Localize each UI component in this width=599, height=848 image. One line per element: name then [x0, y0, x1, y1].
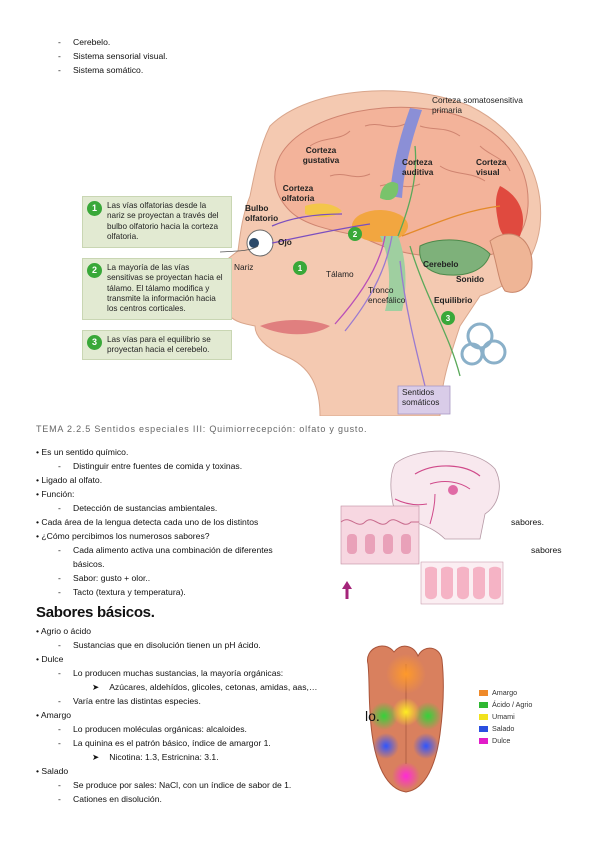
list-item: -Varía entre las distintas especies. [58, 696, 201, 706]
label-sonido: Sonido [456, 274, 485, 284]
list-item: • Ligado al olfato. [36, 475, 103, 485]
arrow-bullet-icon: ➤ [92, 752, 100, 762]
section-title: Sabores básicos. [36, 604, 155, 621]
label-sentidos-somaticos: Sentidos somáticos [402, 387, 440, 407]
trailing-word: sabores [531, 545, 562, 555]
legend-item: Salado [479, 724, 514, 733]
tongue-taste-map: lo. [364, 634, 554, 794]
list-item: -Cationes en disolución. [58, 794, 162, 804]
label-bulbo-olfatorio: Bulbo olfatorio [245, 203, 279, 223]
sensory-pathways-figure: 1 2 3 1 Las vías olfatorias desde la nar… [80, 86, 560, 416]
list-item: -La quinina es el patrón básico, índice … [58, 738, 271, 748]
list-item: -Lo producen muchas sustancias, la mayor… [58, 668, 284, 678]
tema-heading: TEMA 2.2.5 Sentidos especiales III: Quim… [36, 424, 368, 434]
callout-text: La mayoría de las vías sensitivas se pro… [107, 263, 223, 313]
list-item: -Tacto (textura y temperatura). [58, 587, 186, 597]
label-cerebelo: Cerebelo [423, 259, 459, 269]
label-corteza-visual: Corteza visual [476, 157, 507, 177]
list-item: • Es un sentido químico. [36, 447, 129, 457]
list-item: -Cerebelo. [58, 37, 111, 47]
list-item: -Sustancias que en disolución tienen un … [58, 640, 261, 650]
tongue-illustration [367, 645, 444, 793]
list-item: -Sistema sensorial visual. [58, 51, 168, 61]
label-corteza-olfatoria: Corteza olfatoria [281, 183, 315, 203]
label-corteza-auditiva: Corteza auditiva [402, 157, 434, 177]
svg-text:2: 2 [353, 230, 358, 239]
legend-item: Dulce [479, 736, 510, 745]
list-item: -Cada alimento activa una combinación de… [58, 545, 273, 555]
arrow-bullet-icon: ➤ [92, 682, 100, 692]
step-badge: 1 [87, 201, 102, 216]
list-item: -Se produce por sales: NaCl, con un índi… [58, 780, 292, 790]
list-item: -Distinguir entre fuentes de comida y to… [58, 461, 243, 471]
label-ojo: Ojo [278, 237, 292, 247]
list-item: -Sabor: gusto + olor.. [58, 573, 151, 583]
legend-item: Ácido / Agrio [479, 700, 532, 709]
brain-illustration: 1 2 3 [218, 90, 542, 416]
legend-item: Amargo [479, 688, 517, 697]
list-item: -Sistema somático. [58, 65, 144, 75]
taste-pathway-illustration [335, 444, 505, 606]
list-item: • ¿Cómo percibimos los numerosos sabores… [36, 531, 210, 541]
list-item: ➤Azúcares, aldehídos, glicoles, cetonas,… [92, 682, 318, 692]
label-corteza-gustativa: Corteza gustativa [302, 145, 340, 165]
callout-equilibrium: 3 Las vías para el equilibrio se proyect… [82, 330, 232, 360]
legend-swatch [479, 714, 488, 721]
list-item: -Lo producen moléculas orgánicas: alcalo… [58, 724, 247, 734]
legend-swatch [479, 738, 488, 745]
tongue-overlay-fragment: lo. [365, 708, 380, 724]
step-badge: 2 [87, 263, 102, 278]
list-item: • Amargo [36, 710, 72, 720]
list-item: -Detección de sustancias ambientales. [58, 503, 218, 513]
list-item: • Agrio o ácido [36, 626, 92, 636]
callout-text: Las vías para el equilibrio se proyectan… [107, 335, 211, 355]
label-equilibrio: Equilibrio [434, 295, 473, 305]
svg-text:1: 1 [298, 264, 303, 273]
taste-pathway-figure [335, 444, 505, 606]
label-talamo: Tálamo [326, 269, 354, 279]
trailing-word: sabores. [511, 517, 544, 527]
list-item: • Función: [36, 489, 75, 499]
svg-text:3: 3 [446, 314, 451, 323]
legend-swatch [479, 726, 488, 733]
list-item: ➤Nicotina: 1.3, Estricnina: 3.1. [92, 752, 219, 762]
list-item: • Cada área de la lengua detecta cada un… [36, 517, 259, 527]
legend-swatch [479, 702, 488, 709]
legend-item: Umami [479, 712, 515, 721]
callout-text: Las vías olfatorias desde la nariz se pr… [107, 201, 219, 241]
list-item: básicos. [73, 559, 105, 569]
callout-olfactory: 1 Las vías olfatorias desde la nariz se … [82, 196, 232, 248]
list-item: • Dulce [36, 654, 64, 664]
label-corteza-somatosensitiva: Corteza somatosensitiva primaria [432, 95, 523, 115]
legend-swatch [479, 690, 488, 697]
label-nariz: Nariz [234, 262, 254, 272]
list-item: • Salado [36, 766, 69, 776]
label-tronco-encefalico: Tronco encefálico [368, 285, 406, 305]
step-badge: 3 [87, 335, 102, 350]
callout-thalamus: 2 La mayoría de las vías sensitivas se p… [82, 258, 232, 320]
